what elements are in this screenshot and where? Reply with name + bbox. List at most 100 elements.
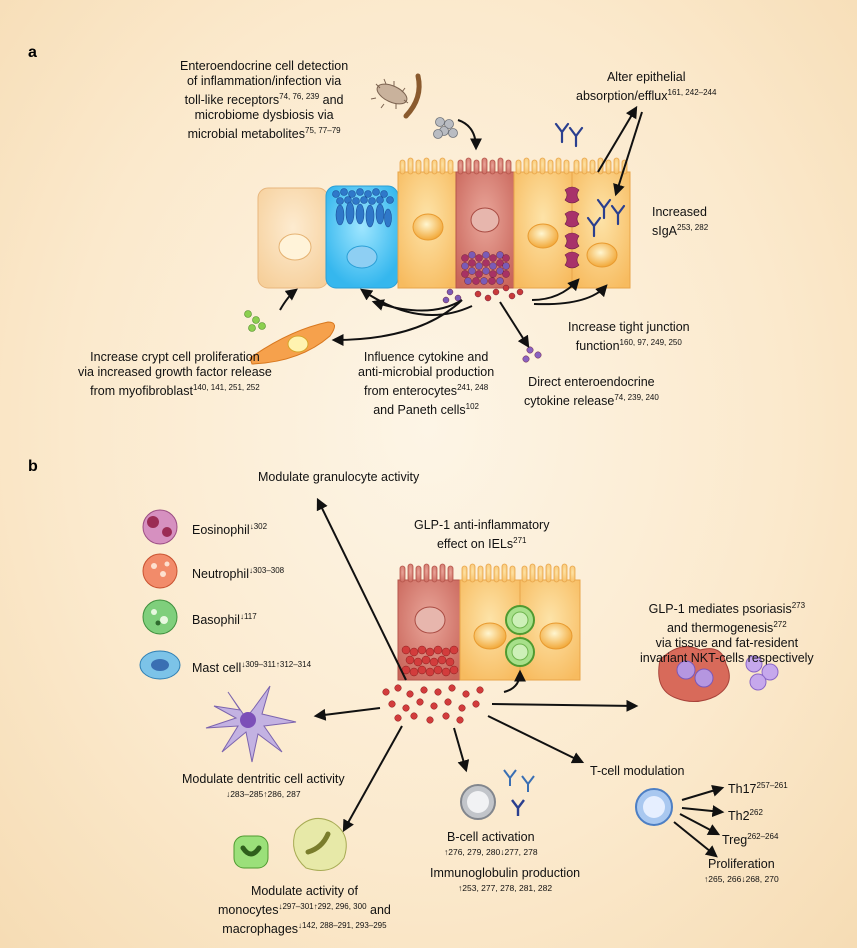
citation: 262 (749, 808, 763, 817)
citation: ↓302 (249, 522, 268, 531)
text-span: Th17 (728, 782, 757, 797)
text-span: and (319, 93, 344, 108)
text-span: and (366, 903, 391, 918)
cytokine-label: Influence cytokine and anti-microbial pr… (358, 350, 494, 418)
tight-junctions (564, 186, 580, 269)
nucleus (278, 233, 312, 261)
text-line: Enteroendocrine cell detection (180, 59, 349, 73)
text-line: Immunoglobulin production (430, 866, 581, 880)
text-span: microbial metabolites (187, 127, 305, 142)
text-line: microbiome dysbiosis via (194, 108, 334, 123)
text-line: function160, 97, 249, 250 (568, 335, 690, 354)
text-line: from myofibroblast140, 141, 251, 252 (78, 380, 272, 399)
neutrophil-icon (142, 553, 178, 589)
glp1-iel-label: GLP-1 anti-inflammatory effect on IELs27… (414, 518, 549, 552)
microvilli (457, 157, 512, 175)
text-line: macrophages↓142, 288–291, 293–295 (218, 918, 391, 937)
text-line: absorption/efflux161, 242–244 (576, 85, 716, 104)
alter-absorption-label: Alter epithelial absorption/efflux161, 2… (576, 70, 716, 104)
citation: 272 (773, 620, 787, 630)
released-granules-a (442, 284, 542, 363)
monocyte-macrophage-label: Modulate activity of monocytes↓297–301↑2… (218, 884, 391, 937)
nucleus (470, 207, 500, 233)
psoriasis-label: GLP-1 mediates psoriasis273 and thermoge… (640, 598, 814, 666)
citation: 257–261 (756, 781, 788, 790)
enterocyte (571, 171, 631, 289)
citation: 74, 239, 240 (614, 393, 659, 402)
eec-detection-label: Enteroendocrine cell detection of inflam… (180, 59, 348, 142)
text-span: Eosinophil (192, 523, 250, 538)
citation: ↑276, 279, 280↓277, 278 (444, 847, 538, 857)
text-line: from enterocytes241, 248 (358, 380, 494, 399)
treg-label: Treg262–264 (722, 829, 778, 848)
text-line: toll-like receptors74, 76, 239 and (180, 89, 348, 108)
text-span: absorption/efflux (576, 89, 668, 104)
b-cell-icon (460, 769, 535, 820)
text-line: microbial metabolites75, 77–79 (180, 123, 348, 142)
text-line: Increased (652, 205, 707, 219)
text-span: GLP-1 mediates psoriasis (648, 602, 792, 617)
nkt-cells-icon (658, 646, 779, 702)
text-line: effect on IELs271 (414, 533, 549, 552)
text-line: monocytes↓297–301↑292, 296, 300 and (218, 899, 391, 918)
epithelium-b (397, 563, 581, 681)
nucleus (586, 242, 618, 268)
text-line: Modulate dentritic cell activity (182, 772, 345, 786)
citation: ↑265, 266↓268, 270 (704, 874, 779, 884)
text-line: GLP-1 mediates psoriasis273 (640, 598, 814, 617)
text-line: GLP-1 anti-inflammatory (414, 518, 550, 532)
text-span: and thermogenesis (666, 621, 774, 636)
panel-label-a: a (28, 44, 37, 61)
text-line: and Paneth cells102 (358, 399, 494, 418)
secretory-granules (461, 251, 510, 285)
citation: ↓303–308 (248, 566, 285, 575)
basophil-icon (142, 599, 178, 635)
citation: 74, 76, 239 (279, 92, 320, 101)
text-line: Influence cytokine and (363, 350, 489, 364)
citation: 273 (791, 601, 806, 610)
antibody-icons (554, 122, 626, 238)
citation: ↑253, 277, 278, 281, 282 (458, 883, 553, 893)
text-span: Th2 (728, 809, 750, 824)
mast-cell-label: Mast cell↓309–311↑312–314 (192, 657, 311, 676)
text-span: Neutrophil (192, 567, 249, 582)
text-line: of inflammation/infection via (186, 74, 342, 88)
text-span: toll-like receptors (184, 93, 280, 108)
text-line: sIgA253, 282 (652, 220, 708, 239)
citation: 75, 77–79 (305, 126, 341, 136)
citation: ↓309–311↑312–314 (241, 660, 312, 669)
eosinophil-icon (142, 509, 178, 545)
direct-cytokine-label: Direct enteroendocrine cytokine release7… (524, 375, 659, 409)
microvilli (399, 157, 454, 175)
citation: 161, 242–244 (667, 88, 717, 97)
text-span: monocytes (218, 903, 279, 918)
nucleus (412, 213, 444, 241)
text-span: and Paneth cells (373, 403, 466, 418)
text-line: via increased growth factor release (78, 365, 272, 379)
text-span: cytokine release (524, 394, 615, 409)
citation: 253, 282 (677, 223, 709, 232)
tight-junction-label: Increase tight junction function160, 97,… (568, 320, 690, 354)
crypt-proliferation-label: Increase crypt cell proliferation via in… (78, 350, 272, 399)
text-span: effect on IELs (436, 537, 514, 552)
eosinophil-label: Eosinophil↓302 (192, 519, 267, 538)
b-cell-label: B-cell activation ↑276, 279, 280↓277, 27… (444, 830, 538, 860)
text-line: via tissue and fat-resident (655, 636, 799, 651)
myofibroblast (244, 310, 335, 365)
text-span: Treg (722, 833, 748, 848)
text-line: Proliferation (707, 857, 775, 871)
th17-label: Th17257–261 (728, 778, 788, 797)
citation: 262–264 (747, 832, 779, 841)
proliferation-label: Proliferation ↑265, 266↓268, 270 (704, 857, 779, 887)
granulocyte-icons (139, 509, 181, 680)
bacteria-icons (370, 73, 458, 139)
text-line: anti-microbial production (358, 365, 495, 379)
citation: ↓283–285↑286, 287 (225, 789, 301, 799)
basophil-label: Basophil↓117 (192, 609, 257, 628)
nucleus (527, 223, 559, 249)
th2-label: Th2262 (728, 805, 763, 824)
text-line: Alter epithelial (606, 70, 686, 84)
citation: ↓142, 288–291, 293–295 (298, 921, 387, 931)
text-line: Modulate activity of (250, 884, 358, 898)
